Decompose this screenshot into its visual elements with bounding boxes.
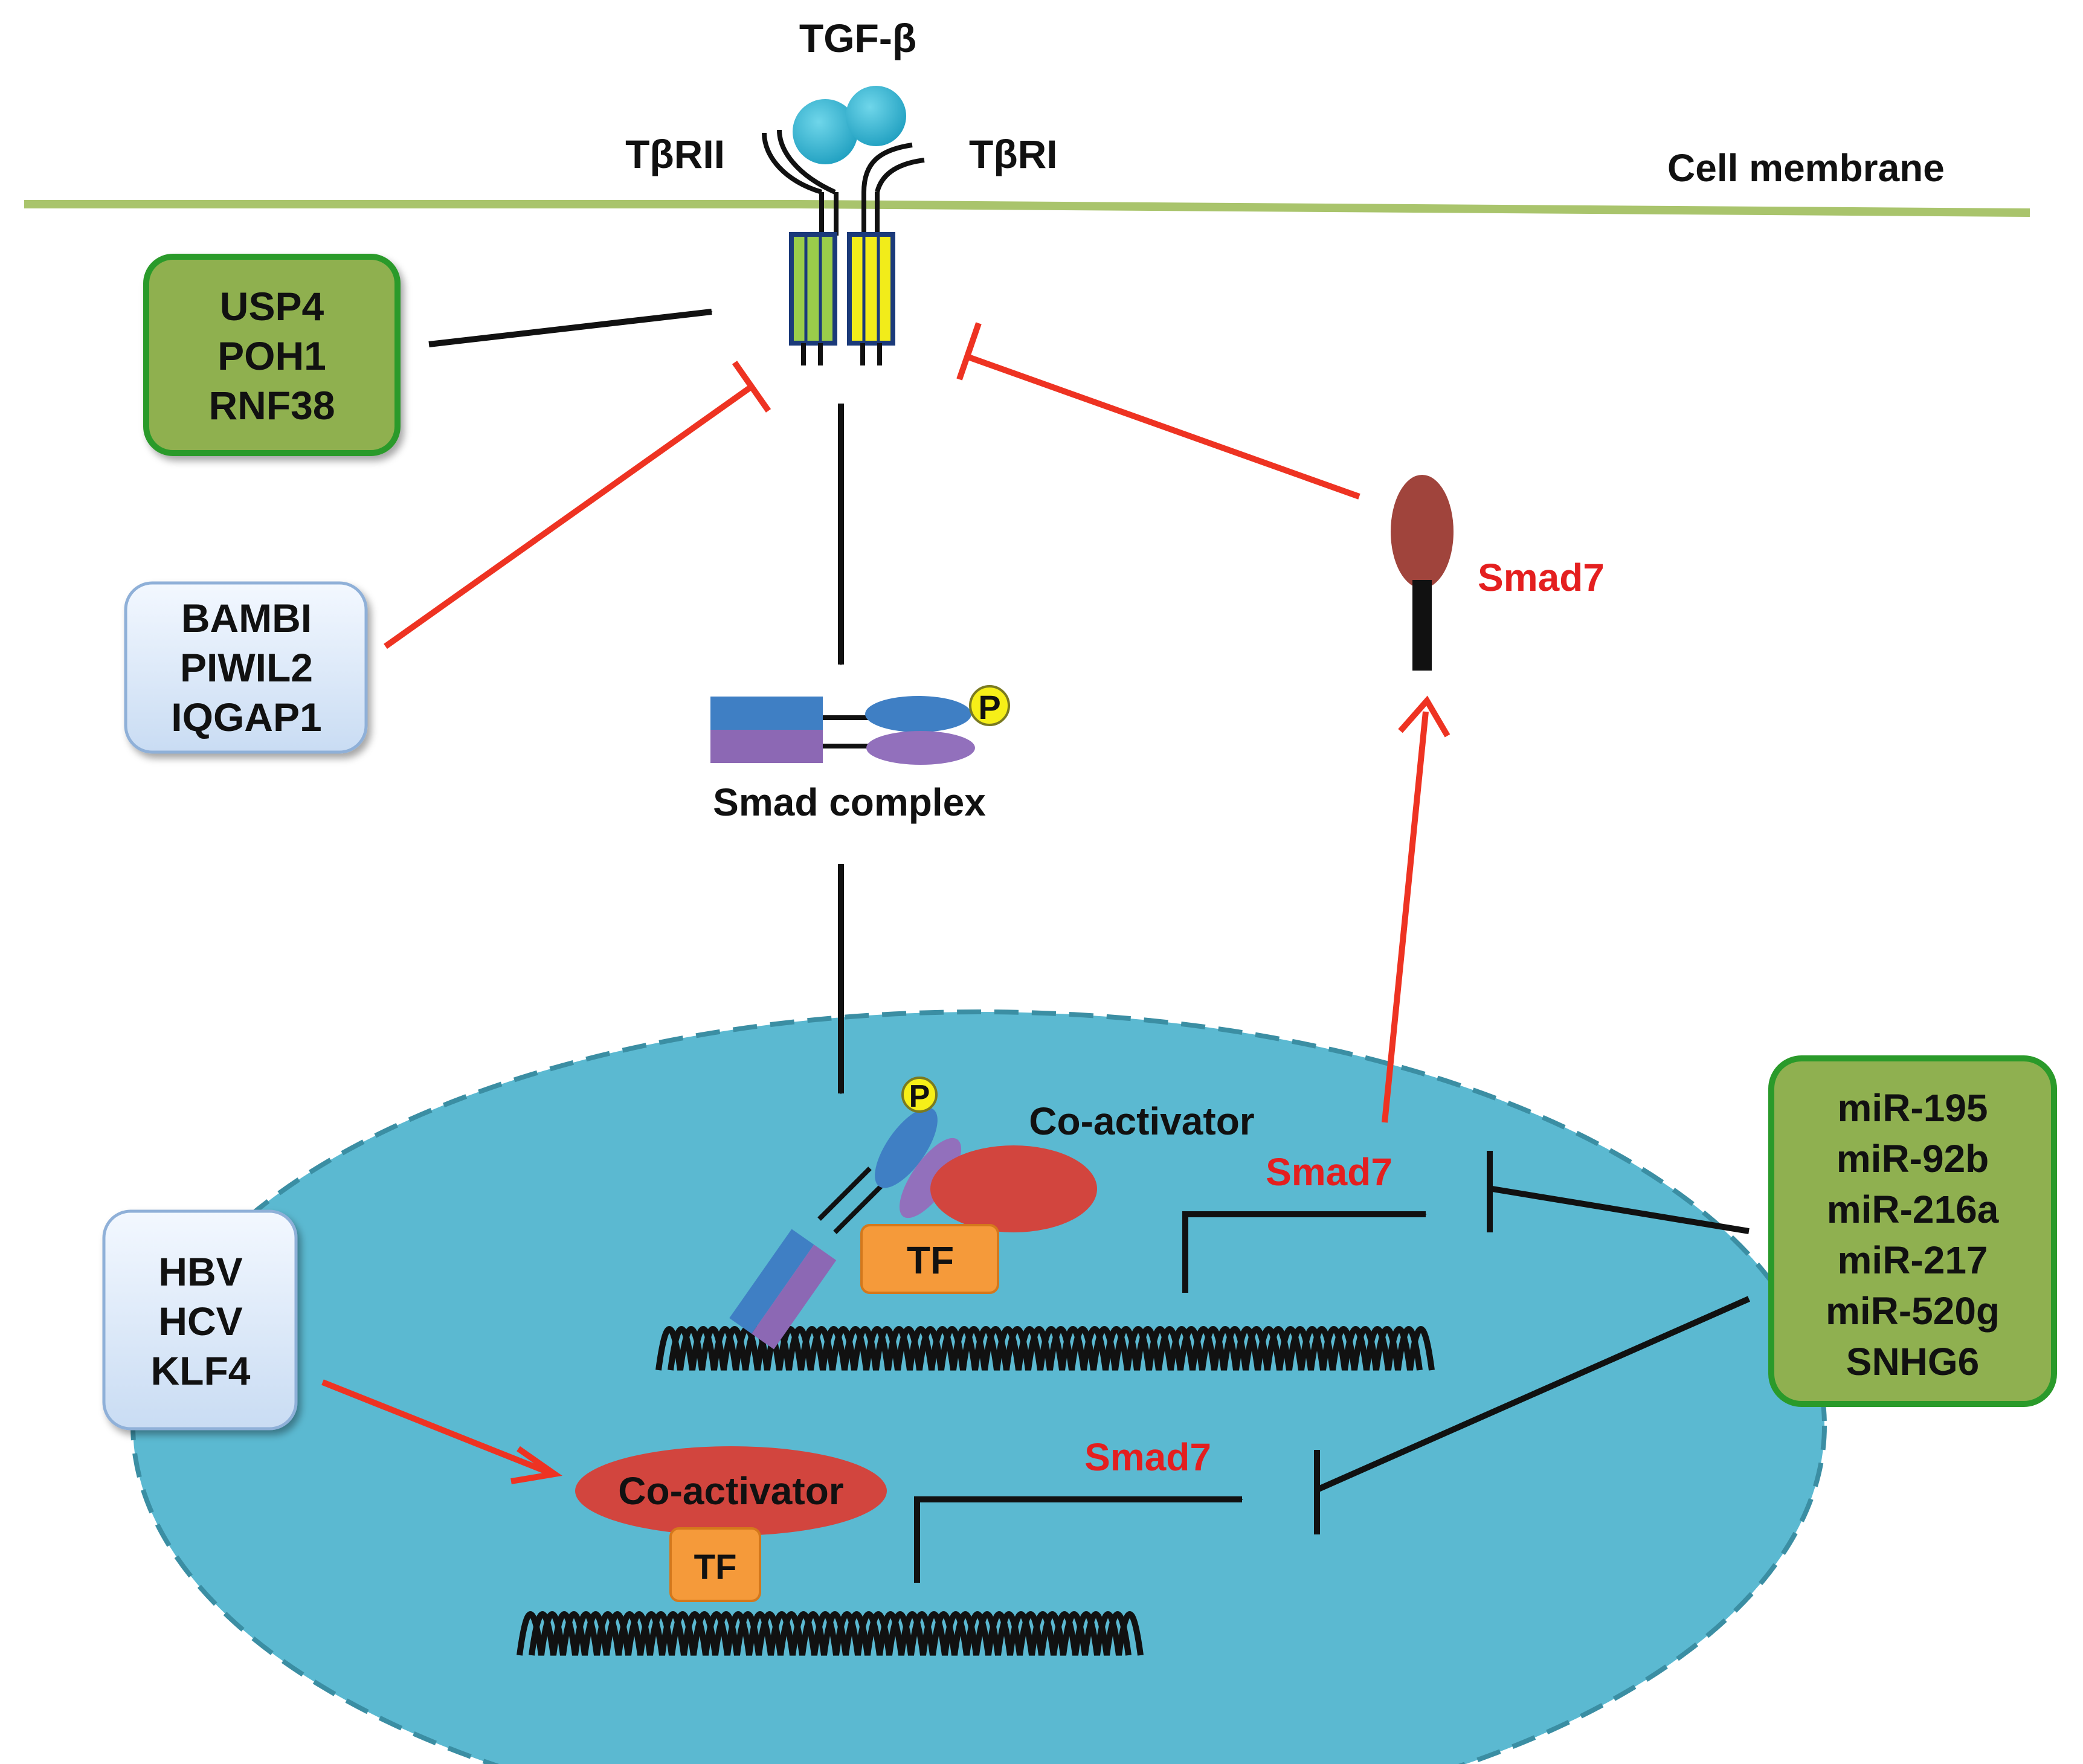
positive-regulator-3: RNF38 [208, 383, 335, 428]
dna-bottom [517, 1611, 1144, 1656]
nuclear-smad-complex [729, 1077, 962, 1350]
positive-regulators-box [143, 254, 401, 456]
inhibition-smad7-receptor [956, 322, 1360, 500]
coactivator-top-label: Co-activator [1029, 1099, 1254, 1143]
viral-activation-arrow [321, 1379, 562, 1484]
tgf-beta-ball-left [793, 99, 858, 164]
smad-complex [710, 685, 1010, 765]
mirna-4: miR-217 [1838, 1238, 1988, 1282]
dna-top [655, 1326, 1435, 1371]
positive-regulator-1: USP4 [220, 284, 324, 329]
receptor-tails [801, 343, 882, 365]
smad-complex-phospho: P [978, 688, 1000, 726]
tgf-beta-ball-right [846, 86, 906, 146]
smad7-gene-label-top: Smad7 [1266, 1150, 1392, 1194]
mirna-inhibition-top [1487, 1151, 1750, 1234]
activation-arrow-usp4 [428, 309, 713, 347]
smad7-gene-label-bottom: Smad7 [1084, 1435, 1211, 1479]
mirna-5: miR-520g [1826, 1289, 2000, 1333]
mirna-3: miR-216a [1827, 1188, 1999, 1231]
viral-factor-2: HCV [158, 1299, 242, 1344]
mirna-inhibition-bottom [1314, 1296, 1751, 1534]
mirna-6: SNHG6 [1846, 1340, 1980, 1383]
negative-regulator-2: PIWIL2 [180, 645, 313, 690]
negative-regulator-3: IQGAP1 [171, 695, 321, 739]
positive-regulator-2: POH1 [217, 333, 326, 378]
receptor-type1-label: TβRI [969, 132, 1058, 176]
smad7-protein-label: Smad7 [1478, 556, 1605, 599]
coactivator-bottom-label: Co-activator [618, 1469, 843, 1513]
viral-factors-box [102, 1209, 298, 1431]
coactivator-top [930, 1145, 1097, 1232]
tf-bottom [669, 1527, 761, 1602]
receptor-type2-label: TβRII [625, 132, 725, 176]
smad7-protein [1391, 475, 1454, 671]
receptor-type2-arms [762, 129, 839, 236]
promoter-arrow-top [1182, 1211, 1427, 1293]
mirna-1: miR-195 [1838, 1086, 1988, 1130]
cell-membrane-label: Cell membrane [1667, 146, 1945, 190]
tf-top [860, 1224, 999, 1294]
viral-factor-3: KLF4 [151, 1348, 251, 1393]
nuclear-smad-phospho: P [909, 1079, 930, 1114]
tgf-beta-label: TGF-β [799, 16, 916, 60]
receptor-type1-arms [861, 143, 925, 236]
mirna-box [1768, 1055, 2057, 1407]
tf-bottom-label: TF [694, 1548, 737, 1587]
receptor-type1-body [847, 232, 895, 346]
cell-membrane-line [24, 200, 2030, 217]
smad7-expression-arrow [1382, 695, 1450, 1123]
tf-top-label: TF [907, 1238, 954, 1282]
smad-complex-label: Smad complex [713, 781, 986, 824]
negative-regulators-box [124, 581, 368, 754]
negative-regulator-1: BAMBI [181, 596, 312, 640]
receptor-type2-body [789, 232, 837, 346]
coactivator-bottom [575, 1446, 887, 1536]
inhibition-bambi [384, 361, 771, 649]
viral-factor-1: HBV [158, 1249, 242, 1294]
promoter-arrow-bottom [914, 1496, 1243, 1583]
mirna-2: miR-92b [1837, 1137, 1989, 1180]
